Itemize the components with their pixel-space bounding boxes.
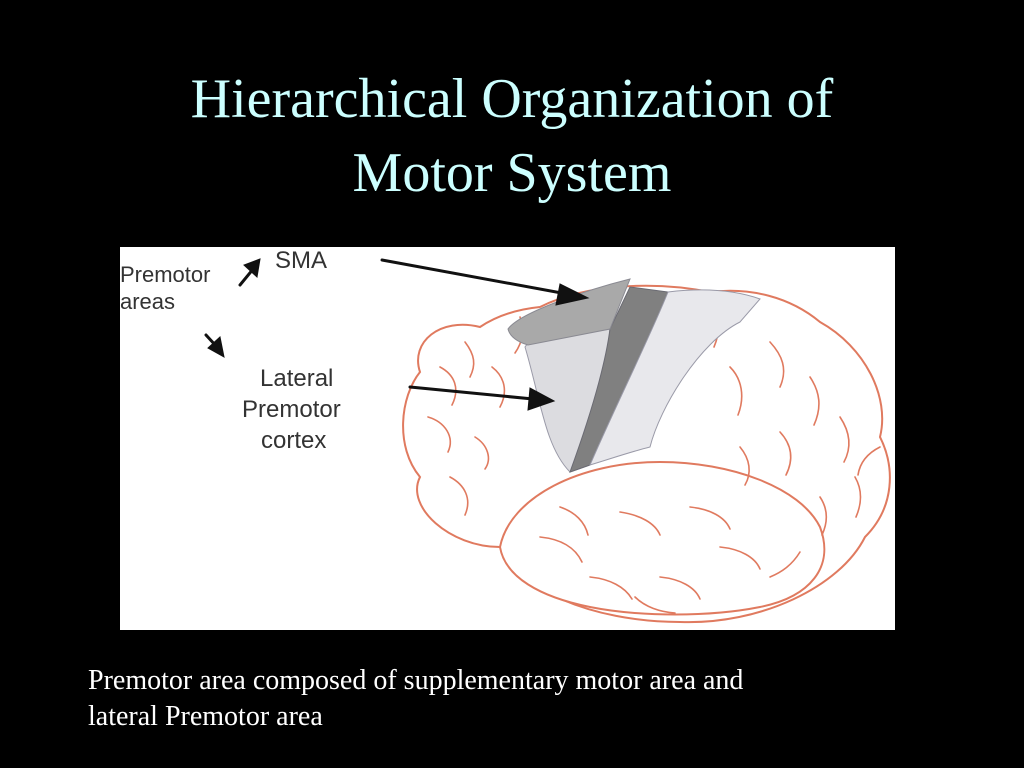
premotor-to-sma-arrowhead (243, 258, 261, 278)
arrows (204, 258, 590, 411)
slide-title-line-1: Hierarchical Organization of (190, 68, 834, 130)
premotor-to-lateral-arrowhead (207, 336, 225, 358)
lateral-premotor-label-line-2: Premotor (242, 396, 341, 423)
lateral-premotor-label-line-3: cortex (261, 427, 326, 454)
slide-title-line-2: Motor System (352, 142, 672, 204)
lateral-premotor-label-line-1: Lateral (260, 365, 333, 392)
caption-line-2: lateral Premotor area (88, 701, 323, 732)
lateral-pointer-arrowhead (527, 387, 556, 411)
brain-folds (427, 306, 881, 614)
postcentral-region (589, 289, 761, 466)
premotor-areas-label-line-2: areas (120, 289, 175, 314)
lateral-pointer-arrow (408, 385, 535, 401)
sma-pointer-arrowhead (555, 283, 590, 306)
caption-line-1: Premotor area composed of supplementary … (88, 665, 744, 696)
brain-diagram: Premotor areas SMA Lateral Premotor cort… (120, 247, 891, 624)
sma-region (507, 278, 631, 346)
premotor-areas-label-line-1: Premotor (120, 262, 210, 287)
brain-diagram-panel: Premotor areas SMA Lateral Premotor cort… (120, 247, 895, 630)
slide-title: Hierarchical Organization of Motor Syste… (0, 62, 1024, 210)
sma-pointer-arrow (380, 258, 569, 296)
sma-label: SMA (275, 247, 327, 274)
slide-caption: Premotor area composed of supplementary … (88, 663, 948, 735)
temporal-lobe-outline (498, 460, 826, 616)
